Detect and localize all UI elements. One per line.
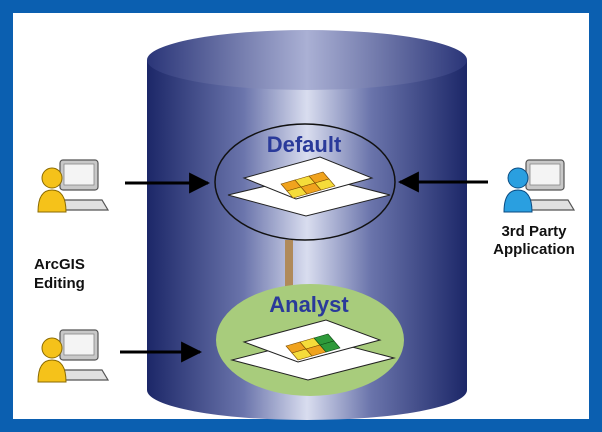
default-version-label: Default [267, 132, 342, 157]
arcgis-editing-label-line1: ArcGIS [34, 256, 85, 273]
version-connector [285, 240, 293, 292]
arcgis-editing-label-line2: Editing [34, 275, 85, 292]
third-party-label-line2: Application [493, 241, 575, 258]
user-computer-icon [503, 159, 575, 213]
map-layer-icon [227, 156, 391, 217]
database-cylinder-top [147, 30, 467, 90]
third-party-label-line1: 3rd Party [501, 223, 567, 240]
user-computer-icon [37, 329, 109, 383]
map-layer-icon [230, 319, 396, 381]
user-computer-icon [37, 159, 109, 213]
analyst-version-label: Analyst [269, 292, 349, 317]
default-version-ellipse [214, 123, 396, 241]
